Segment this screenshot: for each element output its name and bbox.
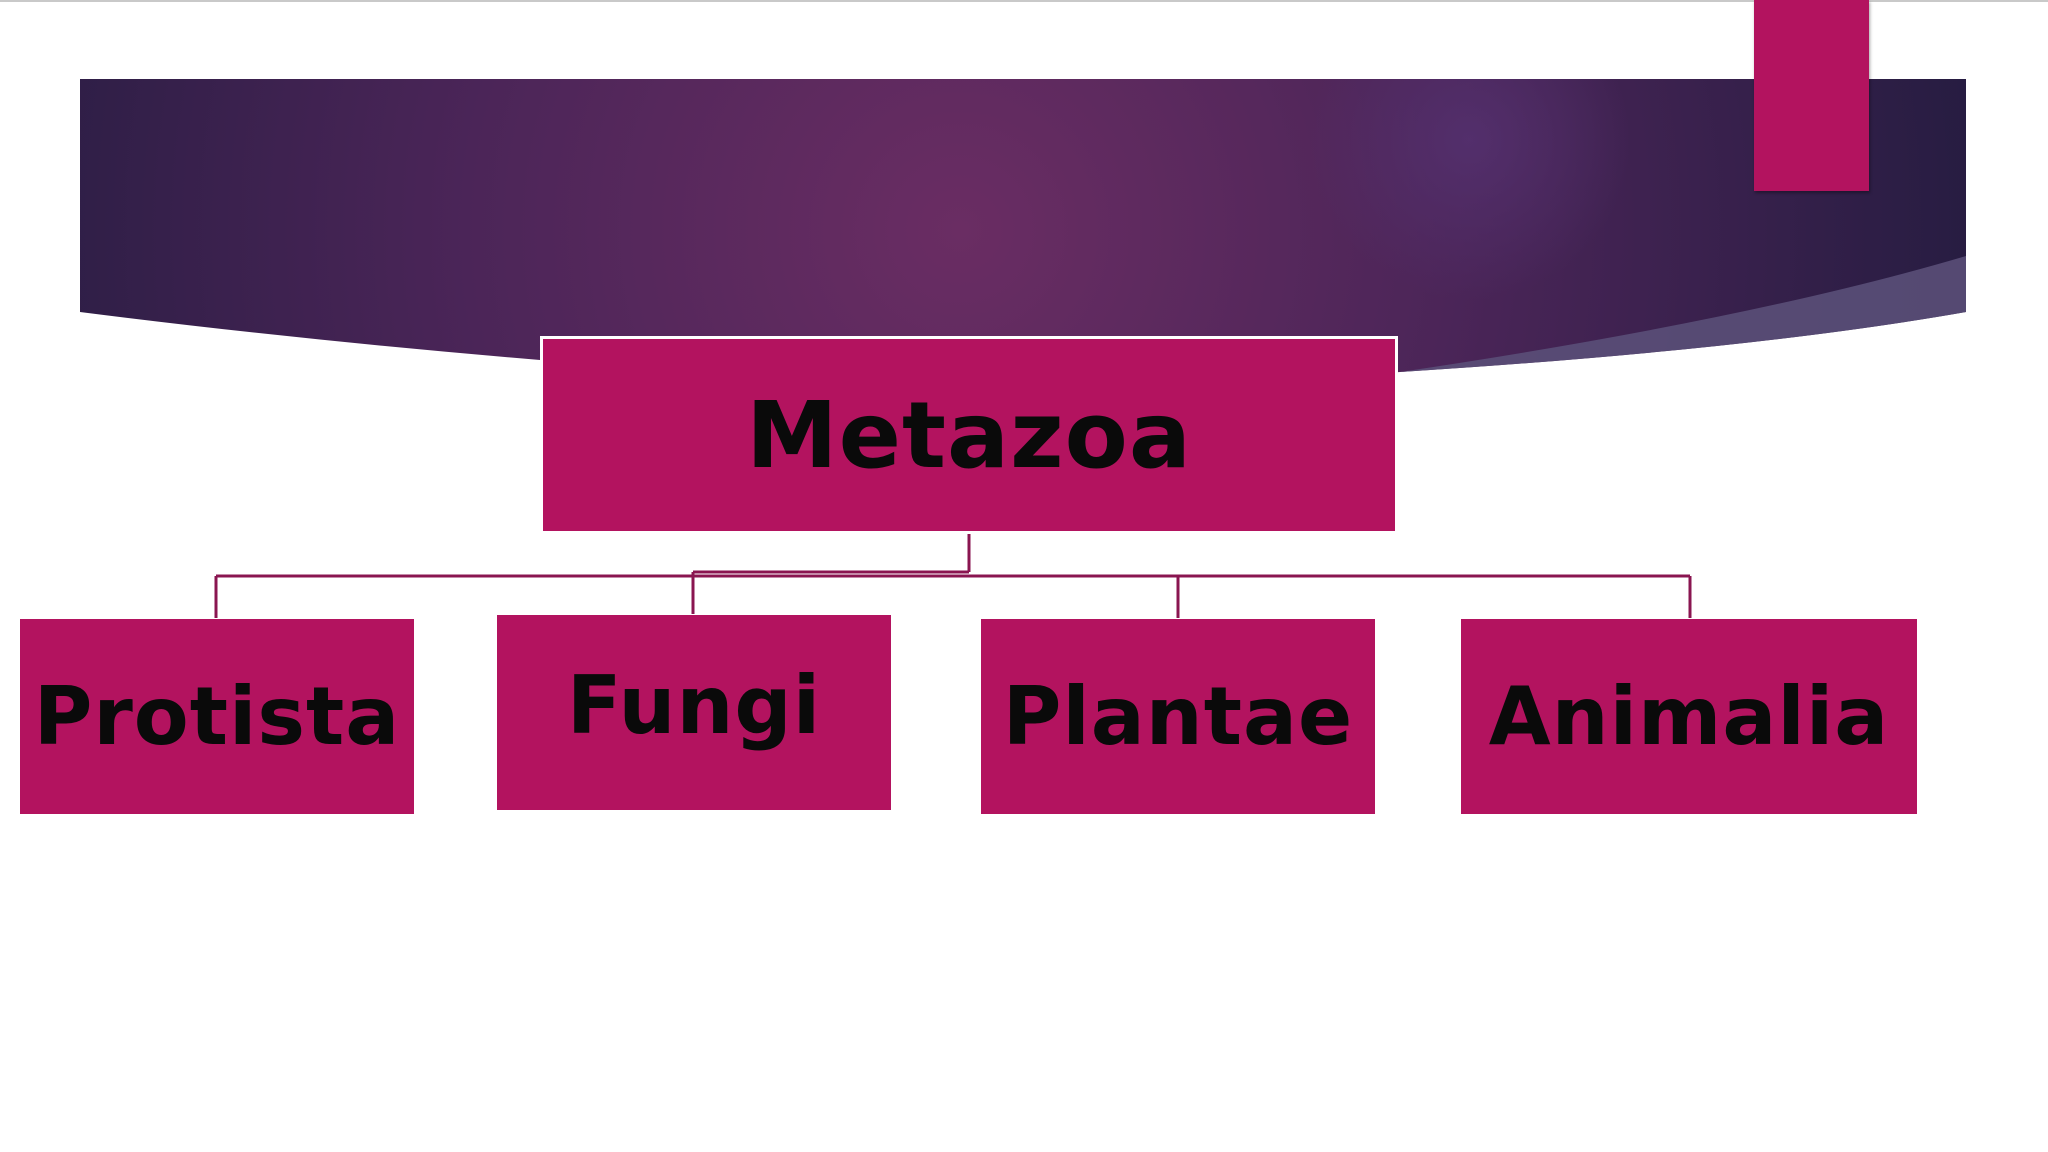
top-rule — [0, 0, 2048, 2]
accent-tab — [1754, 0, 1869, 191]
node-animalia-label: Animalia — [1488, 670, 1890, 763]
node-protista: Protista — [20, 619, 414, 814]
node-animalia: Animalia — [1461, 619, 1917, 814]
node-protista-label: Protista — [33, 670, 401, 763]
node-plantae: Plantae — [981, 619, 1375, 814]
node-fungi-label: Fungi — [566, 659, 822, 752]
node-fungi: Fungi — [497, 615, 891, 810]
node-metazoa-label: Metazoa — [746, 381, 1192, 489]
node-metazoa: Metazoa — [540, 336, 1398, 534]
title-banner — [80, 79, 1966, 382]
node-plantae-label: Plantae — [1002, 670, 1354, 763]
